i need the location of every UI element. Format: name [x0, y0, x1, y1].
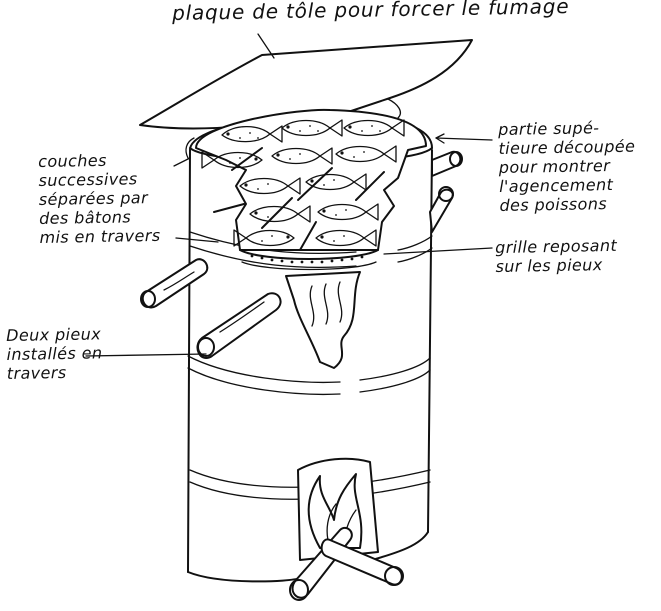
log-icon	[320, 538, 404, 586]
stick-icon	[297, 167, 333, 201]
smoke-lines	[309, 281, 343, 327]
log-icon	[431, 150, 463, 177]
stick-icon	[299, 221, 317, 251]
leader-lines	[85, 33, 493, 357]
log-icon	[140, 258, 209, 309]
plate-fold	[387, 98, 402, 119]
label-grid: grille reposant sur les pieux	[495, 235, 618, 276]
stick-icon	[231, 147, 263, 171]
stick-icon	[213, 203, 245, 213]
label-top-cutaway: partie supé- tieure découpée pour montre…	[498, 118, 636, 215]
inner-cutaway	[285, 271, 361, 369]
grill	[239, 249, 379, 271]
fish-layers	[201, 119, 405, 251]
stick-icon	[261, 197, 293, 229]
log-icon	[429, 186, 454, 233]
label-stakes: Deux pieux installés en travers	[6, 324, 103, 383]
log-icon	[196, 292, 282, 359]
label-layers: couches successives séparées par des bât…	[38, 150, 161, 247]
stick-icon	[355, 171, 385, 201]
fire-opening	[297, 457, 379, 561]
